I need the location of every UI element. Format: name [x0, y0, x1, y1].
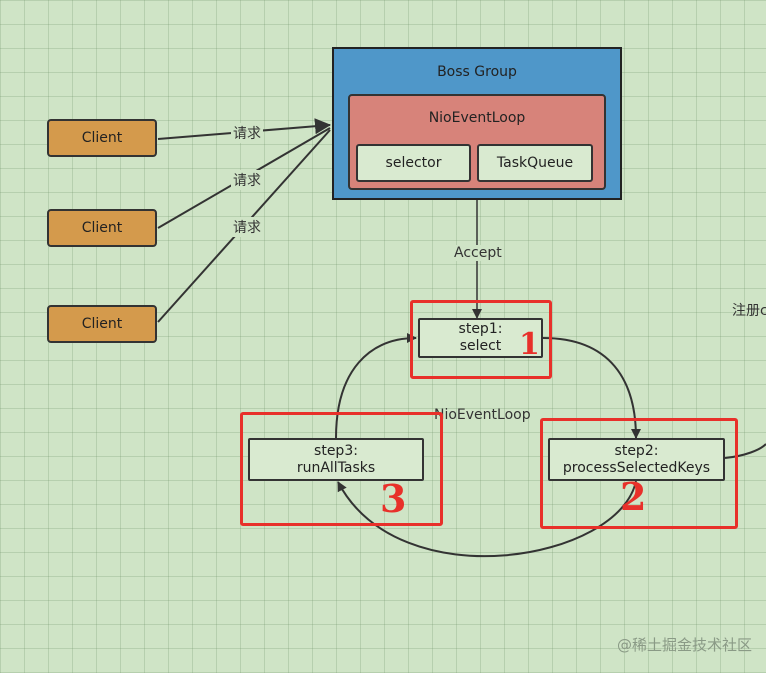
request-label-3: 请求	[231, 217, 263, 237]
step2-line2: processSelectedKeys	[562, 459, 711, 476]
register-label: 注册c	[732, 303, 766, 319]
annotation-2: 2	[620, 474, 647, 519]
boss-event-loop-title: NioEventLoop	[428, 110, 526, 126]
step3-line2: runAllTasks	[296, 459, 376, 476]
step1-line2: select	[459, 338, 502, 354]
step3-line1: step3:	[314, 442, 358, 459]
register-line	[724, 443, 766, 459]
selector-box: selector	[356, 144, 471, 182]
highlight-step1	[410, 300, 552, 379]
loop-arrow-2-to-3	[337, 480, 637, 558]
accept-label: Accept	[452, 245, 504, 261]
client-box-1: Client	[47, 119, 157, 157]
step1-box: step1: select	[418, 318, 543, 358]
step2-box: step2: processSelectedKeys	[548, 438, 725, 481]
step1-line1: step1:	[458, 321, 503, 337]
step2-line1: step2:	[614, 442, 659, 459]
annotation-1: 1	[519, 327, 540, 362]
highlight-step3	[240, 412, 443, 526]
client-box-3: Client	[47, 305, 157, 343]
boss-group-title: Boss Group	[437, 64, 517, 80]
task-queue-box: TaskQueue	[477, 144, 593, 182]
client-box-2: Client	[47, 209, 157, 247]
highlight-step2	[540, 418, 738, 529]
watermark: @稀土掘金技术社区	[616, 636, 752, 654]
request-label-2: 请求	[231, 170, 263, 190]
annotation-3: 3	[380, 476, 407, 521]
step3-box: step3: runAllTasks	[248, 438, 424, 481]
request-label-1: 请求	[231, 123, 263, 143]
loop-label: NioEventLoop	[434, 407, 531, 423]
loop-arrow-3-to-1	[335, 333, 417, 439]
